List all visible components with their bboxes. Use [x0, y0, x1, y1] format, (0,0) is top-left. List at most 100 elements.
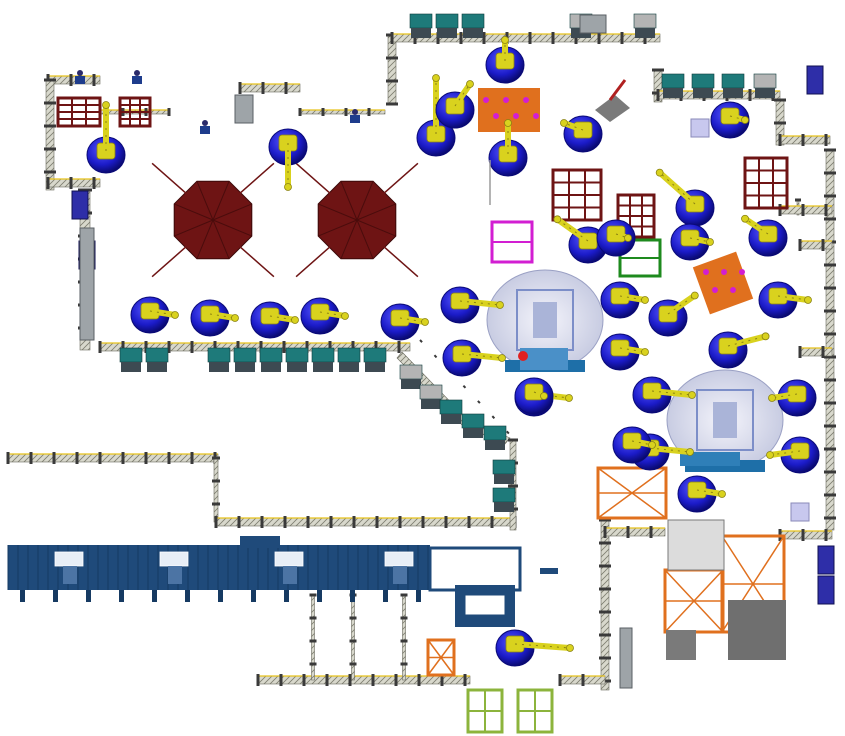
controller-cabinet — [753, 73, 777, 98]
diagonal-cabinet — [419, 384, 443, 409]
robot — [560, 115, 603, 153]
robot — [655, 168, 715, 227]
controller-cabinet — [721, 73, 745, 98]
robot-wrist — [768, 394, 776, 402]
robot — [190, 299, 239, 337]
robot-wrist — [102, 101, 110, 109]
robot-arm — [554, 216, 591, 244]
red-fixture-table — [743, 156, 789, 210]
conveyor-leg — [119, 590, 124, 602]
fence-segment — [603, 526, 666, 538]
controller-cabinet — [259, 347, 283, 372]
robot-wrist — [565, 394, 573, 402]
equipment-column — [79, 227, 95, 341]
conveyor-leg — [152, 590, 157, 602]
controller-cabinet — [461, 13, 485, 38]
conveyor-leg — [20, 590, 25, 602]
robot-wrist — [804, 296, 812, 304]
robot — [130, 296, 179, 334]
conveyor-leg — [383, 590, 388, 602]
robot-arm-detail — [696, 489, 723, 495]
robot — [485, 36, 525, 84]
conveyor-carrier — [274, 551, 304, 567]
robot — [600, 281, 649, 319]
robot-wrist — [641, 296, 649, 304]
grey-gripper-stand — [489, 79, 630, 205]
fixtures-group — [56, 88, 789, 734]
conveyor-leg — [317, 590, 322, 602]
octagonal-fixture — [295, 162, 419, 278]
robot-wrist — [171, 311, 179, 319]
robot-wrist — [624, 234, 632, 242]
robot-arm-detail — [659, 172, 696, 205]
controller-cabinets — [119, 13, 777, 512]
conveyor-leg — [416, 590, 421, 602]
robot-wrist — [648, 441, 656, 449]
robot-wrist — [566, 644, 574, 652]
robot-arm — [665, 292, 698, 317]
robot — [600, 333, 649, 371]
conveyor-carrier-base — [63, 566, 77, 584]
robot — [442, 339, 506, 377]
fence-segment — [256, 674, 471, 686]
robot-arm-detail — [319, 311, 346, 317]
robot-arm-detail — [771, 393, 798, 399]
controller-cabinet — [409, 13, 433, 38]
side-cabinet — [492, 459, 516, 484]
misc-equipment — [71, 14, 835, 689]
robot — [86, 101, 126, 174]
orange-fixture-frame — [426, 638, 456, 677]
conveyor-sensor — [540, 568, 558, 574]
robot — [766, 436, 820, 474]
side-cabinet — [492, 487, 516, 512]
conveyor-carrier — [159, 551, 189, 567]
light-curtain-post — [690, 118, 710, 138]
green-fixture — [618, 238, 662, 278]
robot — [268, 128, 308, 191]
operator-figure — [75, 70, 85, 84]
robot-wrist — [501, 36, 509, 44]
robot-wrist — [641, 348, 649, 356]
operator-figure — [132, 70, 142, 84]
fence-segment — [798, 346, 833, 358]
robot-controller — [817, 545, 835, 575]
conveyor-carrier-base — [168, 566, 182, 584]
robot — [495, 629, 574, 667]
robot-arm-detail — [769, 450, 801, 456]
robot-wrist — [688, 391, 696, 399]
fence-segment — [309, 593, 317, 681]
robot — [632, 376, 696, 414]
robot-wrist — [341, 312, 349, 320]
diagonal-cabinet — [399, 364, 423, 389]
fence-segment — [349, 593, 357, 681]
robot — [514, 377, 554, 415]
robot-arm — [457, 298, 503, 308]
robot — [708, 331, 770, 369]
robot — [435, 80, 475, 129]
robot-arm-detail — [209, 313, 236, 319]
controller-cabinet — [233, 347, 257, 372]
controller-cabinet — [119, 347, 143, 372]
conveyor-carrier — [384, 551, 414, 567]
fence-segment — [400, 593, 408, 681]
conveyor-carrier-base — [393, 566, 407, 584]
controller-cabinet — [691, 73, 715, 98]
operator-figure — [200, 120, 210, 134]
operator-figure — [350, 109, 360, 123]
conveyor-leg — [185, 590, 190, 602]
robot-wrist — [504, 119, 512, 127]
equipment-column — [579, 14, 607, 34]
conveyor-leg — [284, 590, 289, 602]
robot-wrist — [284, 183, 292, 191]
robot-arm-detail — [744, 218, 769, 235]
controller-cabinet — [285, 347, 309, 372]
robots-group — [86, 36, 820, 667]
robot-wrist — [421, 318, 429, 326]
robot-arm-detail — [777, 295, 809, 301]
fence-segment — [238, 82, 301, 94]
robot — [488, 119, 528, 177]
fence-segment — [46, 177, 101, 189]
conveyor-carrier — [54, 551, 84, 567]
turntables-group — [486, 269, 784, 472]
